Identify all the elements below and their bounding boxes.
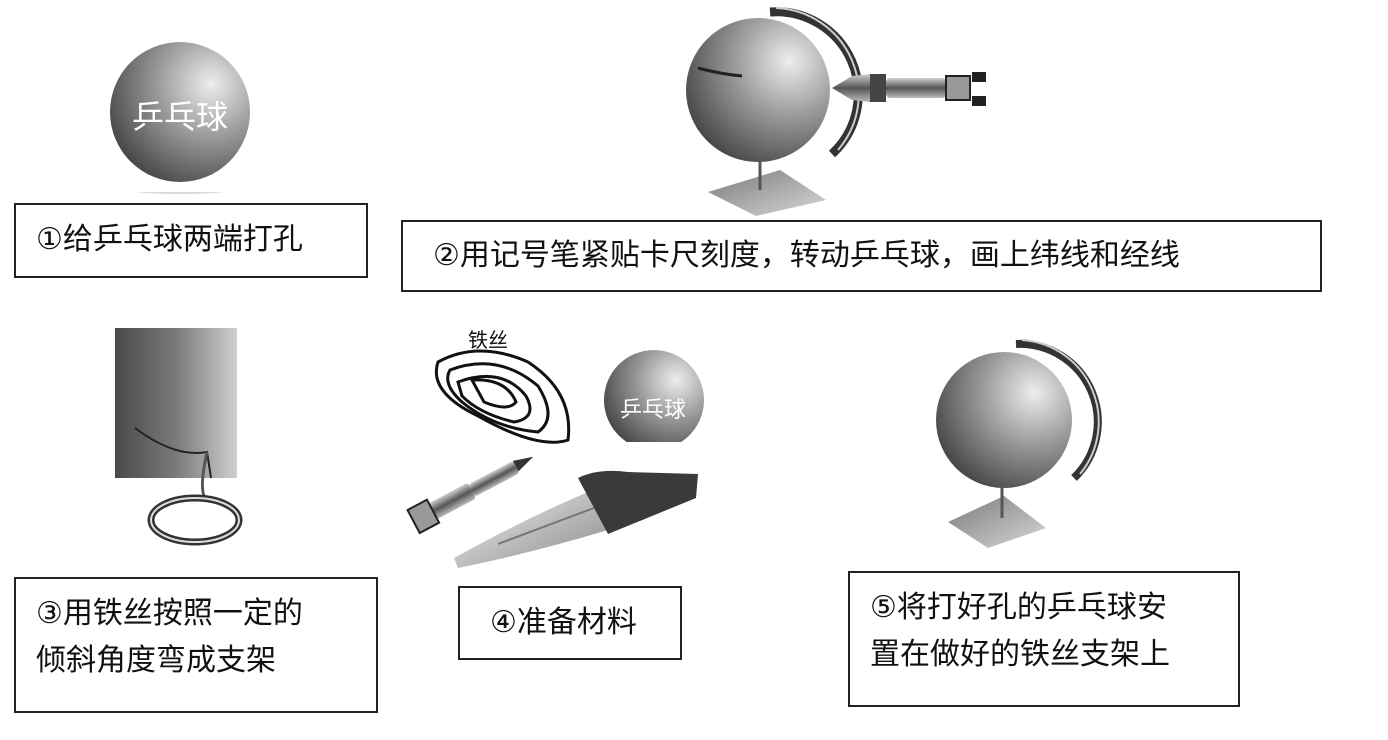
pen-icon [832,72,986,106]
step-5-line-1: ⑤将打好孔的乒乓球安 [870,590,1167,625]
step-4-caption: ④准备材料 [458,586,682,660]
ping-pong-ball-small-icon [598,350,708,456]
ball-label: 乒乓球 [132,98,229,136]
ping-pong-ball-icon [108,42,253,194]
globe-model-assembled-icon [936,339,1102,548]
step-1-caption: ①给乒乓球两端打孔 [14,203,368,278]
knife-icon [454,470,698,568]
figure-globe-marking [680,4,1010,218]
globe-model-icon [686,7,863,216]
step-2-caption: ②用记号笔紧贴卡尺刻度，转动乒乓球，画上纬线和经线 [401,220,1322,292]
figure-materials: 铁丝 乒乓球 [398,322,708,572]
step-5-line-2: 置在做好的铁丝支架上 [870,636,1170,672]
step-3-line-2: 倾斜角度弯成支架 [36,642,276,678]
figure-wire-bending [115,328,245,550]
step-4-line-1: ④准备材料 [490,604,637,640]
step-5-caption: ⑤将打好孔的乒乓球安 置在做好的铁丝支架上 [848,571,1240,707]
wire-stand-icon [115,328,243,546]
step-1-line-1: ①给乒乓球两端打孔 [36,222,303,258]
pen-small-icon [406,456,534,535]
figure-assembled-globe [930,338,1102,550]
wire-label: 铁丝 [468,328,508,352]
ball-label-small: 乒乓球 [620,398,687,423]
wire-coil-icon [435,349,571,444]
figure-ping-pong-ball: 乒乓球 [108,36,253,194]
step-2-line-1: ②用记号笔紧贴卡尺刻度，转动乒乓球，画上纬线和经线 [433,237,1180,273]
step-3-line-1: ③用铁丝按照一定的 [36,596,303,631]
step-3-caption: ③用铁丝按照一定的 倾斜角度弯成支架 [14,577,378,713]
